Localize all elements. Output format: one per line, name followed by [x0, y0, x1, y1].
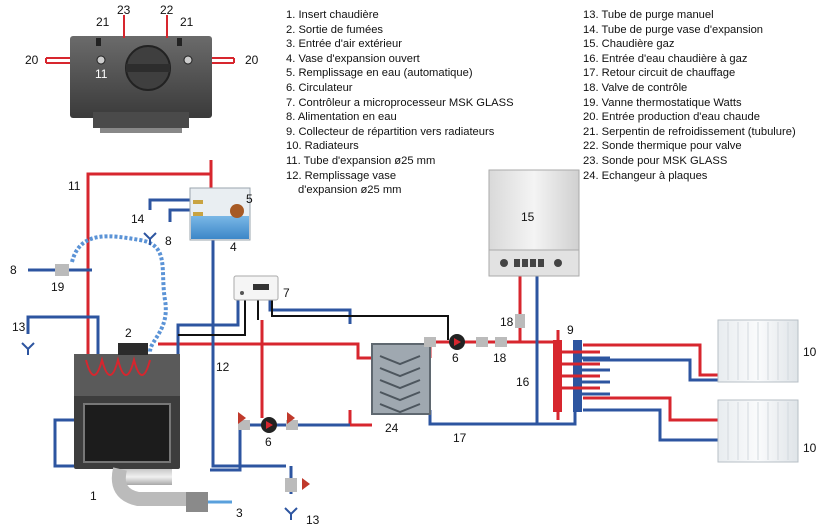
- svg-text:10: 10: [803, 441, 817, 455]
- svg-text:22: 22: [160, 3, 174, 17]
- svg-text:6: 6: [265, 435, 272, 449]
- svg-text:21: 21: [96, 15, 110, 29]
- plate-exchanger: [371, 343, 431, 415]
- svg-text:19: 19: [51, 280, 65, 294]
- control-wires: [178, 300, 449, 340]
- legend-item: 18. Valve de contrôle: [583, 81, 688, 94]
- svg-text:9: 9: [567, 323, 574, 337]
- svg-text:4: 4: [230, 240, 237, 254]
- svg-text:13: 13: [306, 513, 320, 527]
- circulator-return: [238, 412, 298, 433]
- legend-item: 2. Sortie de fumées: [286, 23, 384, 36]
- radiator-top: [717, 319, 799, 383]
- svg-text:24: 24: [385, 421, 399, 435]
- svg-text:16: 16: [516, 375, 530, 389]
- legend-column-2: 13. Tube de purge manuel 14. Tube de purg…: [583, 8, 796, 183]
- gas-boiler: [488, 169, 580, 277]
- control-valve-18: [515, 314, 525, 328]
- legend-item: 6. Circulateur: [286, 81, 353, 94]
- insert-rear-view: [45, 15, 235, 133]
- svg-text:7: 7: [283, 286, 290, 300]
- drain-symbols: [21, 232, 298, 520]
- svg-text:3: 3: [236, 506, 243, 520]
- legend-item: 9. Collecteur de répartition vers radiat…: [286, 125, 495, 138]
- svg-text:17: 17: [453, 431, 467, 445]
- thermostatic-capillary: [70, 234, 168, 353]
- legend-item: 3. Entrée d'air extérieur: [286, 38, 402, 51]
- svg-text:21: 21: [180, 15, 194, 29]
- svg-text:12: 12: [216, 360, 230, 374]
- svg-text:8: 8: [10, 263, 17, 277]
- legend-item: 21. Serpentin de refroidissement (tubulu…: [583, 125, 796, 138]
- svg-text:15: 15: [521, 210, 535, 224]
- insert-boiler: [74, 343, 232, 512]
- legend-item: 4. Vase d'expansion ouvert: [286, 52, 420, 65]
- svg-text:5: 5: [246, 192, 253, 206]
- legend-item: 8. Alimentation en eau: [286, 111, 397, 124]
- legend-item: 16. Entrée d'eau chaudière à gaz: [583, 52, 748, 65]
- valve-19: [55, 264, 69, 276]
- svg-text:20: 20: [25, 53, 39, 67]
- legend-item: 11. Tube d'expansion ø25 mm: [286, 154, 436, 167]
- svg-text:6: 6: [452, 351, 459, 365]
- purge-valve-handle: [302, 478, 310, 490]
- svg-text:2: 2: [125, 326, 132, 340]
- svg-text:18: 18: [500, 315, 514, 329]
- legend-item: 17. Retour circuit de chauffage: [583, 67, 736, 80]
- svg-text:20: 20: [245, 53, 259, 67]
- circulator-flow: [424, 334, 507, 350]
- legend-item: 15. Chaudière gaz: [583, 38, 675, 51]
- legend-item: 1. Insert chaudière: [286, 9, 379, 21]
- legend-item: 14. Tube de purge vase d'expansion: [583, 23, 764, 36]
- legend-item: 13. Tube de purge manuel: [583, 9, 714, 21]
- legend-item: 12. Remplissage vase: [286, 169, 397, 182]
- legend-item: 7. Contrôleur a microprocesseur MSK GLAS…: [286, 96, 514, 109]
- svg-text:1: 1: [90, 489, 97, 503]
- legend-item: 24. Echangeur à plaques: [583, 169, 708, 182]
- legend-item: 22. Sonde thermique pour valve: [583, 140, 742, 153]
- radiator-bottom: [717, 399, 799, 463]
- svg-text:23: 23: [117, 3, 131, 17]
- purge-valve: [285, 478, 297, 492]
- expansion-vessel: [189, 187, 251, 241]
- svg-text:11: 11: [68, 179, 81, 193]
- svg-text:18: 18: [493, 351, 507, 365]
- legend-item: 10. Radiateurs: [286, 140, 359, 153]
- legend-item: 19. Vanne thermostatique Watts: [583, 96, 742, 109]
- svg-text:14: 14: [131, 212, 145, 226]
- controller-msk-glass: [233, 275, 279, 301]
- svg-text:8: 8: [165, 234, 172, 248]
- legend-item: 20. Entrée production d'eau chaude: [583, 111, 760, 124]
- collector: [553, 340, 610, 412]
- svg-text:11: 11: [95, 67, 108, 81]
- legend-item: 23. Sonde pour MSK GLASS: [583, 154, 728, 167]
- legend-column-1: 1. Insert chaudière 2. Sortie de fumées 3.…: [286, 8, 514, 198]
- svg-text:13: 13: [12, 320, 26, 334]
- legend-item: 5. Remplissage en eau (automatique): [286, 67, 473, 80]
- number-labels: 21 23 22 21 20 11 20 11 5 14 8 4 8 19 7 …: [10, 3, 817, 527]
- svg-text:10: 10: [803, 345, 817, 359]
- legend-item: d'expansion ø25 mm: [298, 184, 402, 197]
